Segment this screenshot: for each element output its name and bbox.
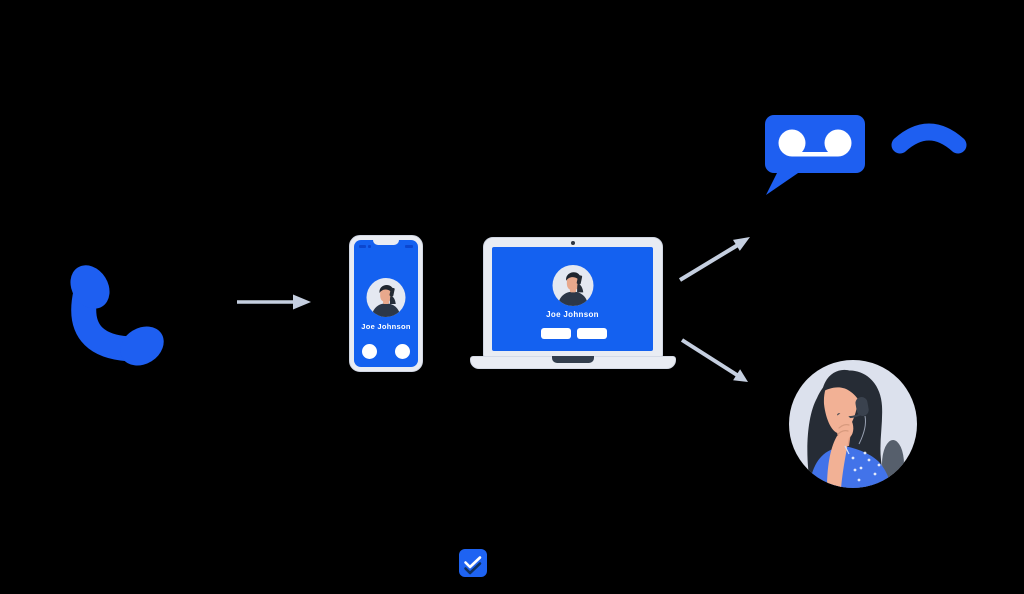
double-check-logo-icon <box>459 549 487 577</box>
laptop-display: Joe Johnson <box>492 247 653 351</box>
phone-handset-icon <box>70 265 164 366</box>
laptop-decline-button <box>577 328 607 339</box>
status-signal-chip <box>368 245 371 248</box>
webcam-dot <box>571 241 575 245</box>
laptop-base-notch <box>552 356 594 363</box>
laptop-base <box>470 356 676 369</box>
laptop-screen: Joe Johnson <box>483 237 663 357</box>
voicemail-icon <box>765 115 865 195</box>
laptop-contact-name: Joe Johnson <box>546 310 599 319</box>
arrow-up-right-icon <box>678 237 750 282</box>
arrow-right-icon <box>237 294 311 310</box>
support-agent-avatar <box>789 360 917 488</box>
smartphone: Joe Johnson <box>349 235 423 372</box>
caller-avatar <box>366 278 406 317</box>
laptop-answer-button <box>541 328 571 339</box>
call-end-icon <box>891 123 967 154</box>
arrow-down-right-icon <box>680 338 748 382</box>
decline-call-button <box>362 344 377 359</box>
phone-notch <box>373 240 399 245</box>
caller-avatar-laptop <box>552 265 593 306</box>
phone-contact-name: Joe Johnson <box>361 322 411 331</box>
status-battery-icon <box>405 245 413 248</box>
phone-screen: Joe Johnson <box>354 240 418 367</box>
status-time-chip <box>359 245 366 248</box>
answer-call-button <box>395 344 410 359</box>
